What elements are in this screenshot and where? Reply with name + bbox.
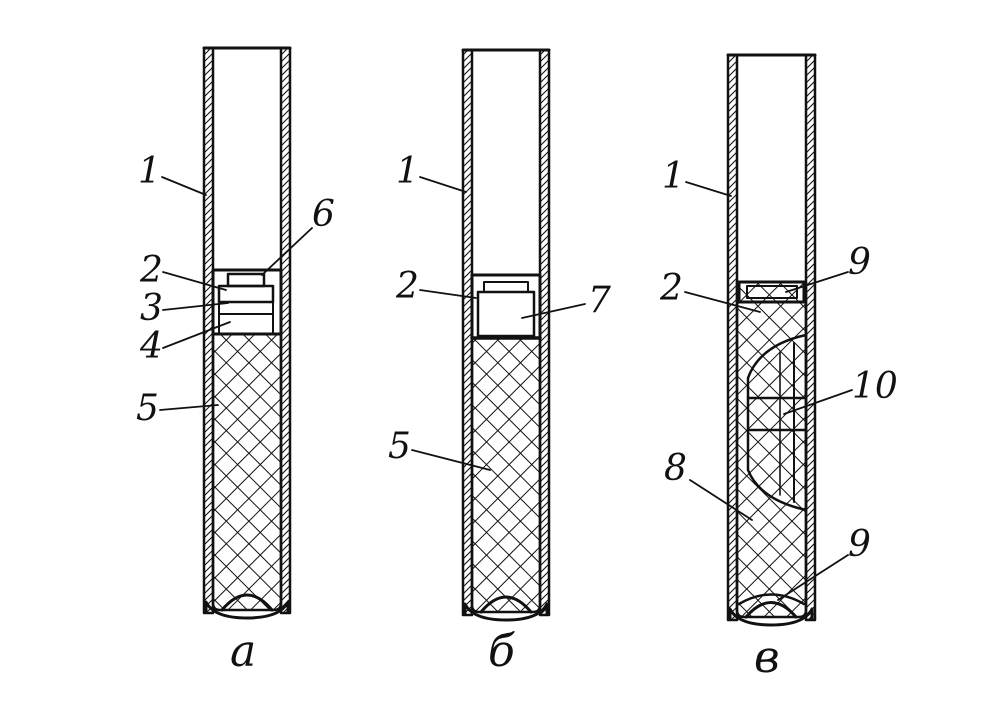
bottom-cup: [479, 595, 533, 614]
leader-6: [261, 227, 313, 276]
label-1: 1: [662, 156, 685, 197]
panel-caption-v: в: [754, 632, 780, 683]
insert-element: [746, 333, 808, 512]
leader-2: [162, 271, 227, 291]
leader-3: [162, 302, 229, 311]
label-7: 7: [588, 280, 611, 321]
label-2: 2: [139, 250, 163, 291]
leader-8: [689, 479, 753, 521]
leader-7: [521, 303, 586, 319]
label-5: 5: [136, 388, 159, 429]
leader-9-bottom: [777, 554, 849, 601]
label-2: 2: [659, 268, 683, 309]
label-9-bottom: 9: [848, 524, 871, 565]
powder-charge: [213, 334, 281, 610]
label-10: 10: [852, 366, 898, 407]
seal-cap: [470, 273, 542, 340]
leader-5: [159, 404, 219, 411]
leader-9-top: [785, 271, 849, 293]
label-5: 5: [388, 426, 411, 467]
bottom-cup: [744, 601, 798, 619]
leader-2: [684, 291, 761, 313]
label-9-top: 9: [848, 242, 871, 283]
tube-wall-right: [804, 53, 817, 622]
bottom-cup: [220, 593, 274, 612]
label-2: 2: [395, 266, 419, 307]
leader-4: [162, 321, 231, 349]
label-6: 6: [312, 194, 335, 235]
panel-v: 1 9 2 10 8 9 в: [659, 53, 898, 683]
panel-a: 1 2 3 4 5 6 а: [136, 46, 335, 677]
leader-1: [419, 176, 467, 193]
label-8: 8: [664, 448, 687, 489]
label-1: 1: [138, 151, 161, 192]
panel-b: 1 2 7 5 б: [388, 48, 611, 677]
panel-caption-a: а: [230, 626, 256, 677]
top-cap: [737, 280, 806, 304]
label-1: 1: [396, 151, 419, 192]
leader-1: [161, 176, 207, 196]
leader-5: [411, 449, 491, 471]
panel-caption-b: б: [488, 626, 515, 677]
leader-2: [419, 289, 477, 299]
powder-charge: [472, 338, 540, 612]
label-4: 4: [139, 326, 163, 367]
tube-wall-left: [726, 53, 739, 622]
leader-10: [783, 389, 853, 415]
label-3: 3: [140, 288, 163, 329]
leader-1: [685, 181, 732, 197]
